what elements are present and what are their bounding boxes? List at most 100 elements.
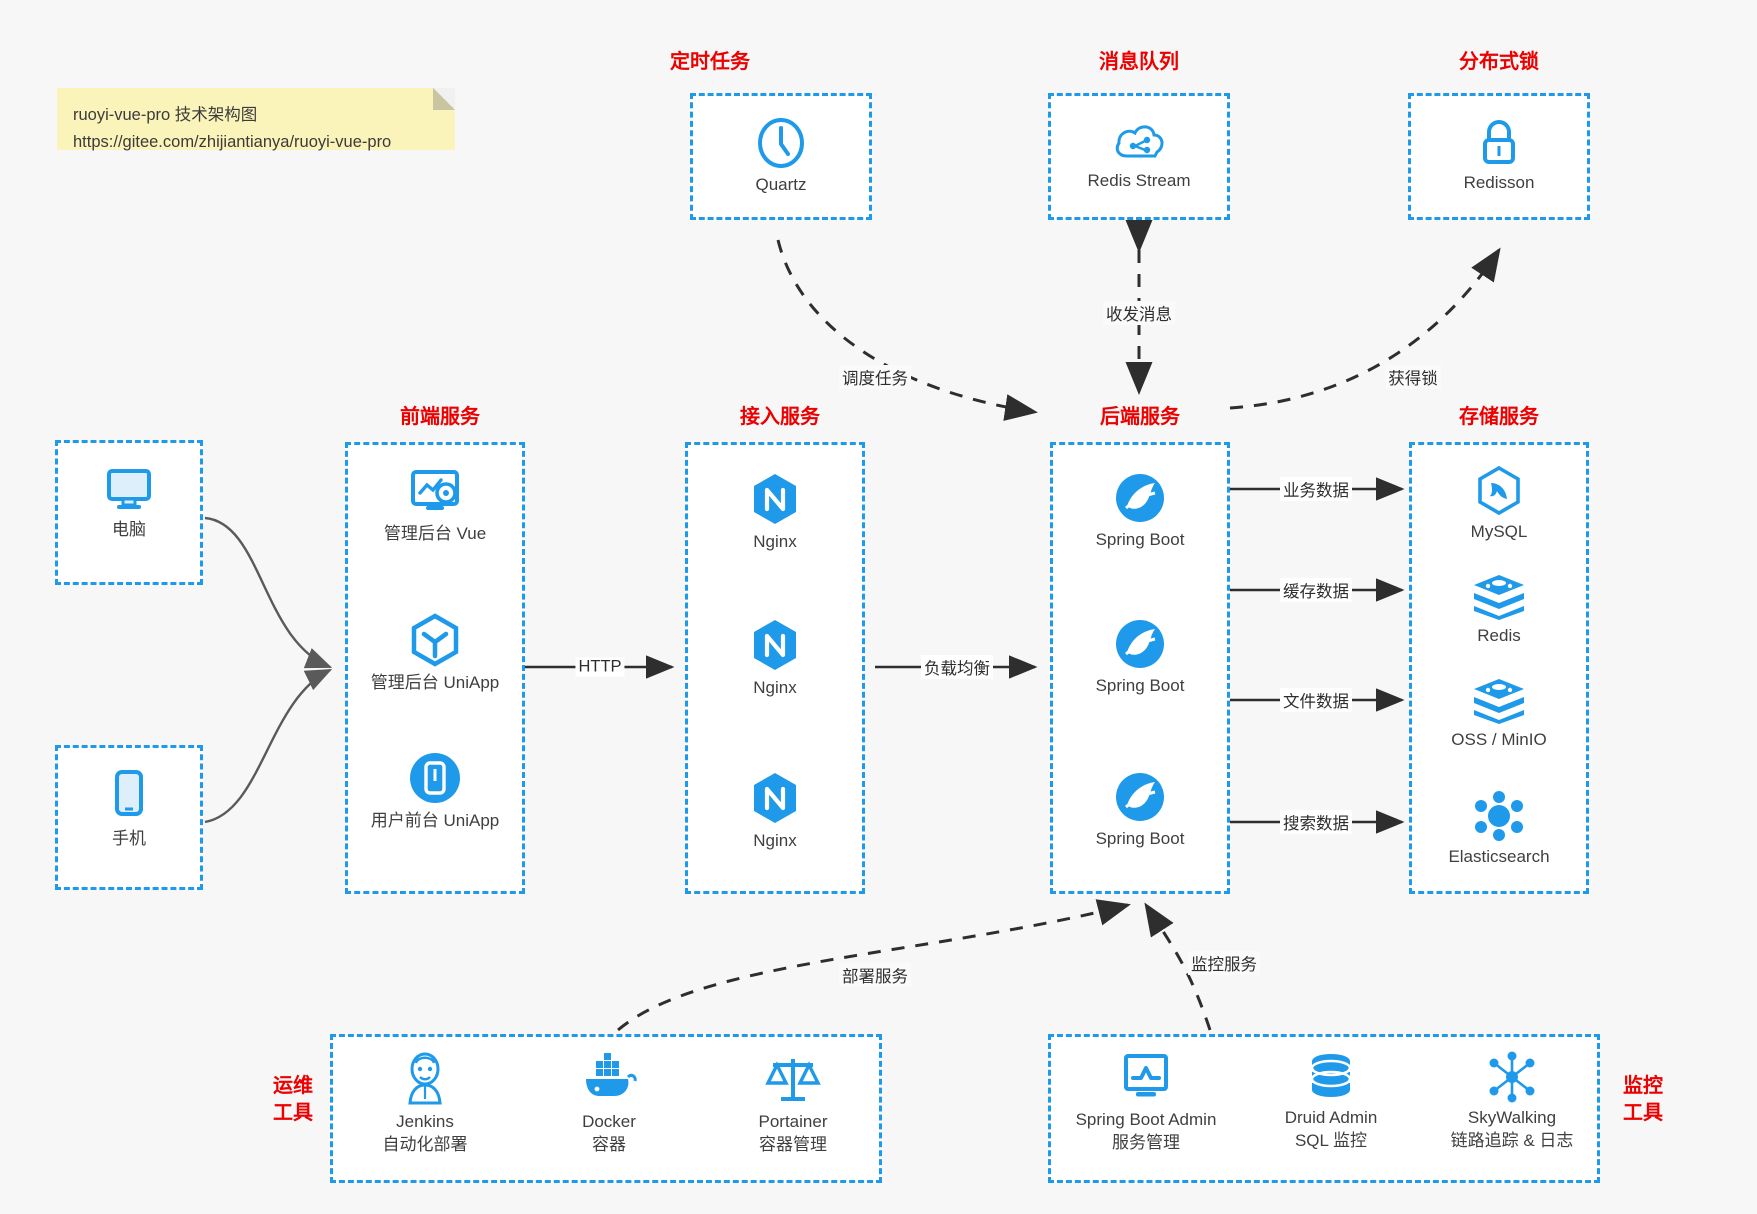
node-oss-minio[interactable]: OSS / MinIO	[1412, 677, 1586, 752]
node-label: Quartz	[755, 175, 807, 194]
group-label-frontend: 前端服务	[400, 406, 480, 428]
edge-label-lock: 获得锁	[1385, 365, 1441, 389]
group-label-backend: 后端服务	[1100, 406, 1180, 428]
node-nginx-1[interactable]: Nginx	[688, 471, 862, 554]
group-box-lock: Redisson	[1408, 93, 1590, 220]
note-line-1: ruoyi-vue-pro 技术架构图	[73, 106, 258, 124]
node-admin-uniapp[interactable]: 管理后台 UniApp	[348, 612, 522, 695]
group-label-ops-line2: 工具	[273, 1102, 313, 1124]
padlock-icon	[1483, 120, 1515, 164]
elasticsearch-icon	[1475, 791, 1523, 841]
group-label-scheduler: 定时任务	[670, 51, 750, 73]
node-sublabel: 容器管理	[759, 1134, 827, 1154]
node-label: Redis	[1477, 626, 1521, 645]
node-redis-stream[interactable]: Redis Stream	[1051, 116, 1227, 193]
spring-leaf-icon	[1116, 620, 1164, 668]
portainer-scale-icon	[765, 1059, 821, 1101]
node-druid-admin[interactable]: Druid Admin SQL 监控	[1241, 1051, 1421, 1153]
node-spring-boot-3[interactable]: Spring Boot	[1053, 770, 1227, 851]
group-box-mq: Redis Stream	[1048, 93, 1230, 220]
node-spring-boot-admin[interactable]: Spring Boot Admin 服务管理	[1051, 1051, 1241, 1155]
node-label: Docker	[582, 1112, 636, 1131]
group-box-monitor: Spring Boot Admin 服务管理 Druid Admin SQL 监…	[1048, 1034, 1600, 1183]
database-stack-icon	[1310, 1054, 1352, 1097]
desktop-icon	[107, 469, 151, 509]
node-label: MySQL	[1470, 522, 1528, 541]
nginx-icon	[754, 773, 796, 823]
node-user-uniapp[interactable]: 用户前台 UniApp	[348, 750, 522, 833]
jenkins-butler-icon	[408, 1052, 442, 1105]
node-label: OSS / MinIO	[1451, 730, 1547, 749]
group-box-storage: MySQL Redis OSS / MinIO	[1409, 442, 1589, 894]
node-sublabel: 自动化部署	[382, 1134, 468, 1154]
edge-label-loadbalance: 负载均衡	[921, 655, 993, 679]
node-sublabel: SQL 监控	[1294, 1130, 1368, 1150]
group-box-device-computer: 电脑	[55, 440, 203, 585]
node-label: Jenkins	[396, 1112, 454, 1131]
node-label: Spring Boot	[1095, 829, 1185, 848]
node-computer[interactable]: 电脑	[58, 465, 200, 542]
group-box-scheduler: Quartz	[690, 93, 872, 220]
node-redisson[interactable]: Redisson	[1411, 116, 1587, 195]
node-admin-vue[interactable]: 管理后台 Vue	[348, 467, 522, 546]
nginx-icon	[754, 620, 796, 670]
group-box-device-phone: 手机	[55, 745, 203, 890]
group-box-gateway: Nginx Nginx Nginx	[685, 442, 865, 894]
node-quartz[interactable]: Quartz	[693, 116, 869, 197]
node-phone[interactable]: 手机	[58, 768, 200, 851]
nginx-icon	[754, 474, 796, 524]
group-label-storage: 存储服务	[1459, 406, 1539, 428]
edge-label-business-data: 业务数据	[1280, 477, 1352, 501]
mysql-dolphin-icon	[1478, 465, 1520, 516]
node-label: Redis Stream	[1087, 171, 1191, 190]
title-note: ruoyi-vue-pro 技术架构图 https://gitee.com/zh…	[57, 88, 455, 151]
phone-icon	[115, 770, 143, 816]
node-label: Spring Boot	[1095, 676, 1185, 695]
node-label: 手机	[112, 829, 146, 848]
group-label-monitor-line1: 监控	[1623, 1075, 1663, 1097]
node-label: Nginx	[753, 831, 797, 850]
group-label-ops-line1: 运维	[273, 1075, 313, 1097]
node-label: Elasticsearch	[1448, 847, 1550, 866]
node-spring-boot-2[interactable]: Spring Boot	[1053, 617, 1227, 698]
group-label-monitor: 监控 工具	[1608, 1073, 1678, 1127]
spring-leaf-icon	[1116, 474, 1164, 522]
dashboard-gear-icon	[411, 470, 459, 510]
node-label: Nginx	[753, 532, 797, 551]
docker-whale-icon	[586, 1053, 637, 1096]
node-jenkins[interactable]: Jenkins 自动化部署	[333, 1051, 517, 1157]
spring-leaf-icon	[1116, 773, 1164, 821]
edge-label-search-data: 搜索数据	[1280, 810, 1352, 834]
group-label-mq: 消息队列	[1099, 51, 1179, 73]
node-label: Portainer	[758, 1112, 828, 1131]
node-label: Nginx	[753, 678, 797, 697]
group-label-lock: 分布式锁	[1459, 51, 1539, 73]
node-nginx-3[interactable]: Nginx	[688, 770, 862, 853]
node-skywalking[interactable]: SkyWalking 链路追踪 & 日志	[1421, 1051, 1603, 1153]
node-sublabel: 链路追踪 & 日志	[1450, 1130, 1574, 1150]
node-label: 管理后台 Vue	[383, 524, 487, 543]
node-elasticsearch[interactable]: Elasticsearch	[1412, 790, 1586, 869]
group-box-ops: Jenkins 自动化部署 Docker 容器	[330, 1034, 882, 1183]
node-docker[interactable]: Docker 容器	[517, 1051, 701, 1157]
node-redis[interactable]: Redis	[1412, 573, 1586, 648]
node-label: Redisson	[1463, 173, 1535, 192]
oss-stack-icon	[1474, 679, 1524, 724]
node-nginx-2[interactable]: Nginx	[688, 617, 862, 700]
node-sublabel: 容器	[592, 1134, 626, 1154]
node-spring-boot-1[interactable]: Spring Boot	[1053, 471, 1227, 552]
node-portainer[interactable]: Portainer 容器管理	[701, 1051, 885, 1157]
group-box-backend: Spring Boot Spring Boot Spring Boot	[1050, 442, 1230, 894]
node-label: SkyWalking	[1467, 1108, 1557, 1127]
edge-label-message: 收发消息	[1103, 301, 1175, 325]
node-mysql[interactable]: MySQL	[1412, 465, 1586, 544]
group-box-frontend: 管理后台 Vue 管理后台 UniApp 用户前台 UniApp	[345, 442, 525, 894]
node-label: Spring Boot	[1095, 530, 1185, 549]
node-label: 管理后台 UniApp	[370, 673, 500, 692]
node-label: Druid Admin	[1284, 1108, 1378, 1127]
clock-icon	[758, 118, 804, 168]
edge-label-schedule: 调度任务	[839, 365, 911, 389]
redis-stack-icon	[1474, 575, 1524, 620]
group-label-gateway: 接入服务	[740, 406, 820, 428]
